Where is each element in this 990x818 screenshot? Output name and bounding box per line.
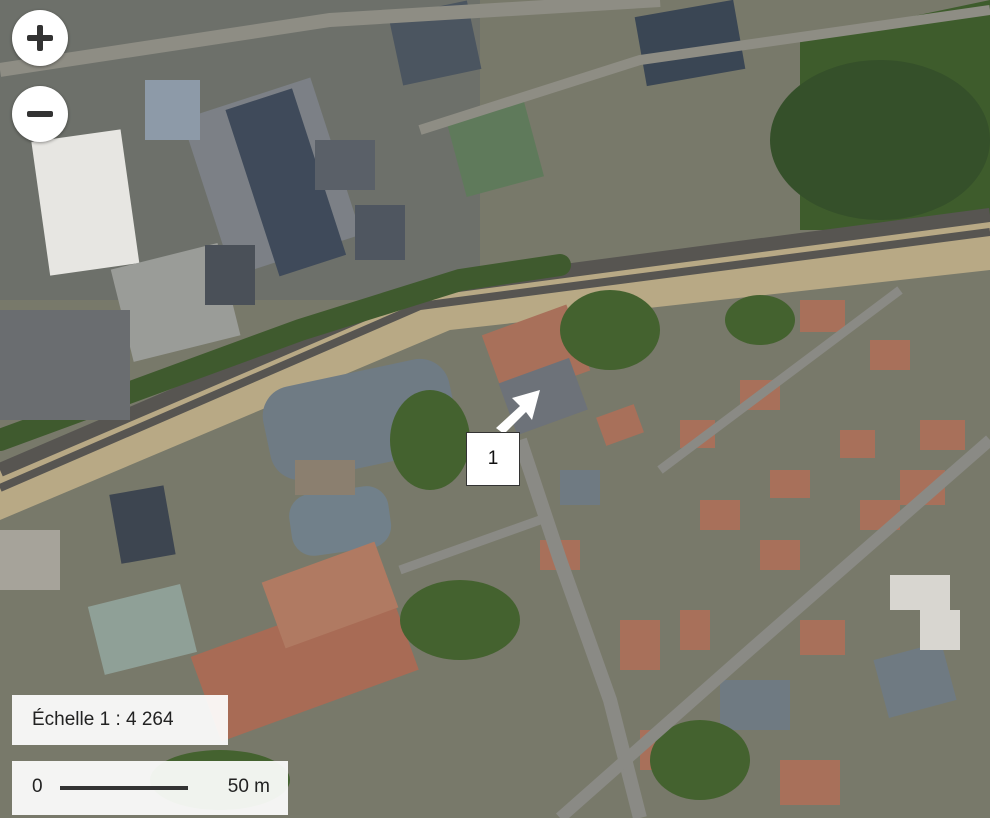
- marker-label-1[interactable]: 1: [466, 432, 520, 486]
- scale-ratio: Échelle 1 : 4 264: [12, 695, 228, 745]
- zoom-out-button[interactable]: [12, 86, 68, 142]
- zoom-in-button[interactable]: [12, 10, 68, 66]
- minus-icon: [27, 111, 53, 117]
- plus-icon: [27, 25, 53, 51]
- scale-bar-start: 0: [32, 776, 43, 797]
- scale-bar-end: 50 m: [227, 776, 270, 797]
- arrow-icon: [496, 390, 540, 434]
- scale-bar-line: [60, 786, 188, 790]
- scale-bar: 0 50 m: [12, 761, 288, 815]
